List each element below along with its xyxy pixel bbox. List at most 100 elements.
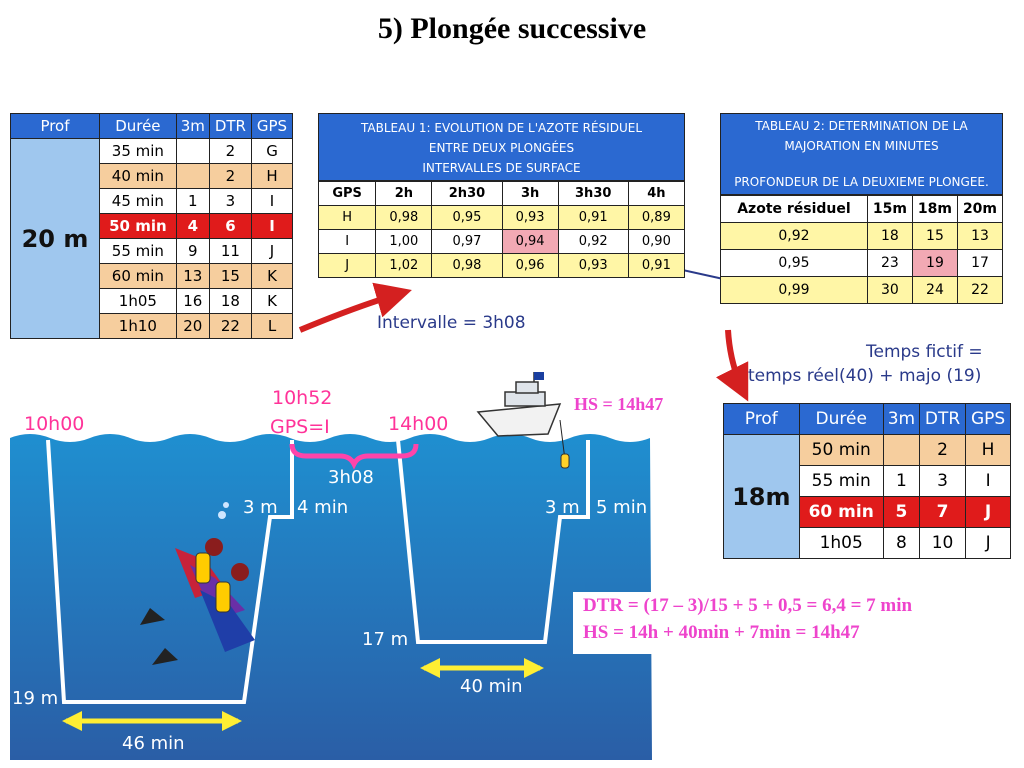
surface-interval-brace (289, 443, 419, 470)
tableau-2: TABLEAU 2: DETERMINATION DE LA MAJORATIO… (720, 113, 1004, 304)
caption-line: TABLEAU 1: EVOLUTION DE L'AZOTE RÉSIDUEL (361, 121, 642, 135)
table-cell: 0,92 (557, 229, 629, 254)
header-cell: 3m (882, 403, 920, 435)
depth-17-label: 17 m (362, 629, 408, 650)
caption-line: MAJORATION EN MINUTES (784, 139, 939, 153)
gps-i-label: GPS=I (270, 416, 330, 438)
table-cell: 13 (175, 263, 210, 289)
table-cell: 35 min (98, 138, 177, 164)
stop2-depth-label: 3 m (545, 497, 580, 518)
table-cell: 0,91 (557, 205, 629, 230)
table-cell: L (251, 313, 293, 339)
table-cell: K (251, 288, 293, 314)
table-cell: 0,93 (557, 253, 629, 278)
table-cell: J (965, 527, 1011, 559)
table-cell: I (251, 188, 293, 214)
header-cell: Azote résiduel (720, 195, 868, 223)
prof-cell: 18m (723, 434, 800, 559)
table-cell (175, 138, 210, 164)
table-cell: 3 (918, 465, 967, 497)
table-cell: I (965, 465, 1011, 497)
header-cell: 4h (627, 181, 686, 206)
table-cell: 13 (956, 222, 1004, 250)
duration-40-label: 40 min (460, 676, 523, 697)
table-cell: 0,98 (431, 253, 503, 278)
tableau-1-header: GPS 2h 2h30 3h 3h30 4h (317, 181, 686, 206)
table-cell: 22 (208, 313, 253, 339)
table-cell: 40 min (98, 163, 177, 189)
temps-fictif-label-1: Temps fictif = (865, 342, 983, 362)
red-arrow-majoration (716, 329, 749, 402)
table-cell: 0,96 (501, 253, 559, 278)
table-cell: 55 min (98, 238, 177, 264)
caption-line: PROFONDEUR DE LA DEUXIEME PLONGEE. (734, 175, 989, 189)
caption-line: INTERVALLES DE SURFACE (422, 161, 581, 175)
caption-line: ENTRE DEUX PLONGÉES (428, 141, 575, 155)
table-cell (882, 434, 920, 466)
table-cell: 20 (175, 313, 210, 339)
table-cell: 3 (208, 188, 253, 214)
table-cell: 0,91 (627, 253, 686, 278)
table-cell: 1h05 (798, 527, 884, 559)
table-cell: H (965, 434, 1011, 466)
table-cell: 0,99 (720, 276, 868, 304)
header-cell: 18m (911, 195, 958, 223)
table-cell: H (317, 205, 377, 230)
intervalle-label: Intervalle = 3h08 (377, 313, 526, 333)
table-cell: 2 (208, 138, 253, 164)
table-cell: 0,93 (501, 205, 559, 230)
caption-line: TABLEAU 2: DETERMINATION DE LA (755, 119, 968, 133)
header-cell: 15m (866, 195, 913, 223)
table-cell: 0,97 (431, 229, 503, 254)
table-cell: 0,94 (501, 229, 559, 254)
table-cell: 5 (882, 496, 920, 528)
header-cell: Durée (798, 403, 884, 435)
table-cell: 2 (208, 163, 253, 189)
table-cell: 60 min (798, 496, 884, 528)
header-cell: GPS (317, 181, 377, 206)
table-cell: 1,02 (375, 253, 433, 278)
header-cell: 2h30 (431, 181, 503, 206)
table-cell: J (965, 496, 1011, 528)
table-cell: 8 (882, 527, 920, 559)
table-cell: 50 min (798, 434, 884, 466)
table-cell: 9 (175, 238, 210, 264)
stop1-time-label: 4 min (297, 497, 348, 518)
time-14h00-label: 14h00 (388, 413, 448, 435)
boat-icon (476, 372, 570, 469)
table-cell: 7 (918, 496, 967, 528)
header-cell: Prof (723, 403, 800, 435)
stop2-time-label: 5 min (596, 497, 647, 518)
header-cell: GPS (965, 403, 1011, 435)
page-title: 5) Plongée successive (377, 12, 647, 45)
table-cell: 1h10 (98, 313, 177, 339)
duration-46-label: 46 min (122, 733, 185, 754)
header-cell: 3h30 (557, 181, 629, 206)
table-cell: 50 min (98, 213, 177, 239)
table-cell: 2 (918, 434, 967, 466)
table-20m-header: Prof Durée 3m DTR GPS (10, 113, 293, 139)
table-cell: 1 (882, 465, 920, 497)
header-cell: 20m (956, 195, 1004, 223)
table-cell: 4 (175, 213, 210, 239)
table-cell: 18 (208, 288, 253, 314)
header-cell: DTR (208, 113, 253, 139)
header-cell: 3m (175, 113, 210, 139)
table-cell: 1,00 (375, 229, 433, 254)
table-cell: 0,95 (431, 205, 503, 230)
table-cell: I (251, 213, 293, 239)
table-cell: 23 (866, 249, 913, 277)
